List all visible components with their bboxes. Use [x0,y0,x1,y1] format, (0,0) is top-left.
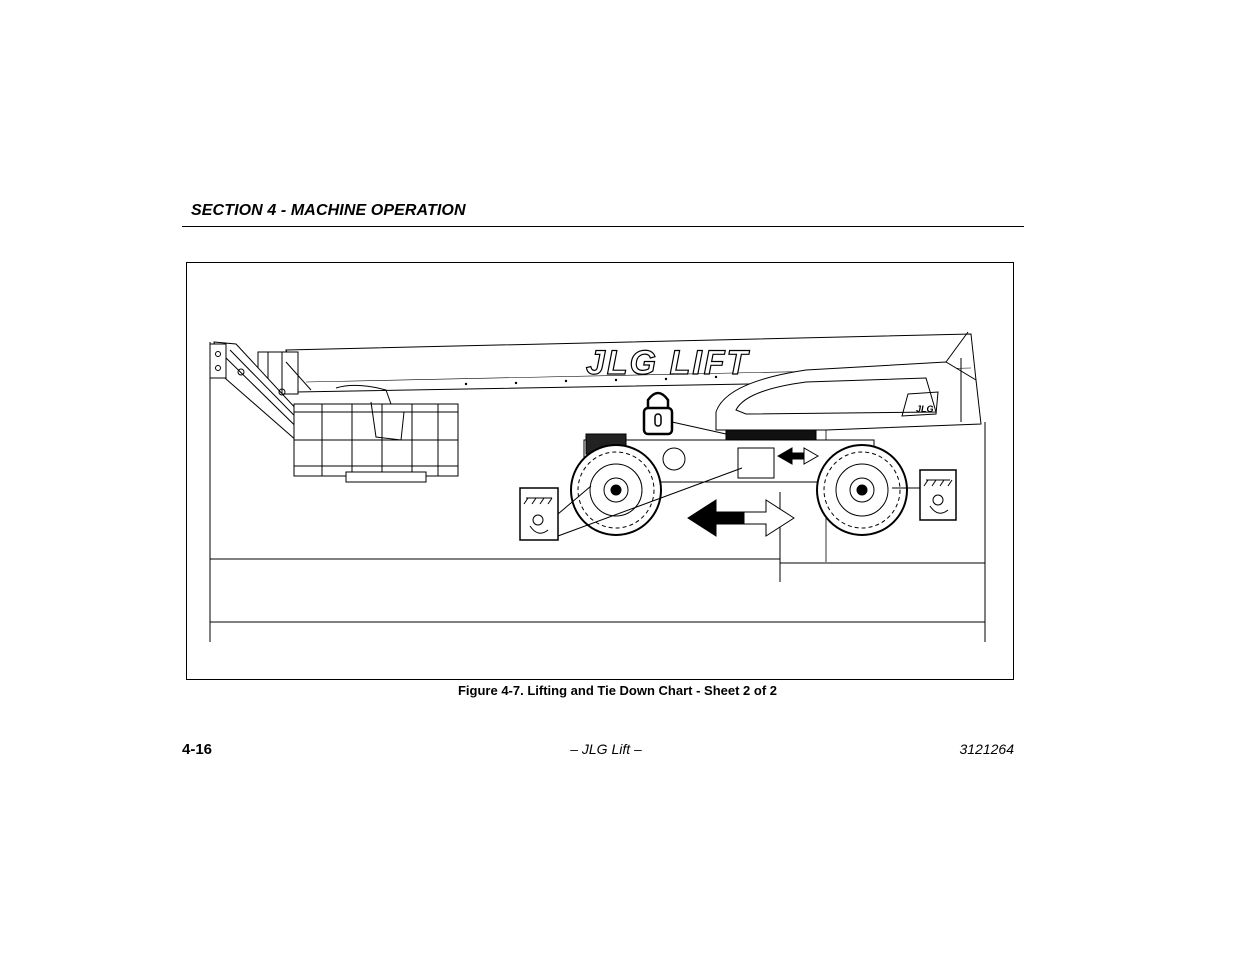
boom-logo: JLG LIFT [586,344,751,382]
tie-down-icon-right [892,469,957,521]
turret-logo: JLG [916,404,934,414]
document-number: 3121264 [959,741,1014,757]
section-title: SECTION 4 - MACHINE OPERATION [191,202,466,219]
figure-caption: Figure 4-7. Lifting and Tie Down Chart -… [457,683,777,698]
front-wheel [570,444,662,536]
tie-down-icon-left [519,467,743,541]
rear-wheel [816,444,908,536]
chart-table-lines [209,342,986,642]
lifting-tie-down-illustration: JLG LIFT JLG [209,331,986,642]
figure-frame [186,262,1014,680]
lock-icon [642,391,727,436]
turntable-counterweight [715,331,982,441]
direction-arrows [687,447,820,537]
header-rule [182,226,1024,227]
footer-title: – JLG Lift – [570,741,642,757]
page-number: 4-16 [182,741,213,758]
platform-basket [293,384,459,483]
